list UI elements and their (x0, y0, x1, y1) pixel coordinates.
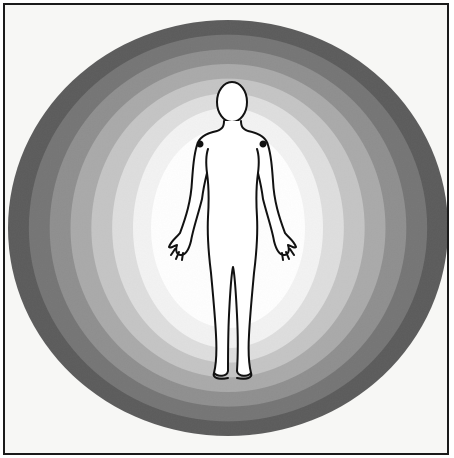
image-frame (3, 3, 449, 455)
head-outline (217, 82, 247, 122)
left-shoulder-marker (197, 141, 204, 148)
aura-illustration (5, 5, 449, 455)
right-shoulder-marker (260, 141, 267, 148)
